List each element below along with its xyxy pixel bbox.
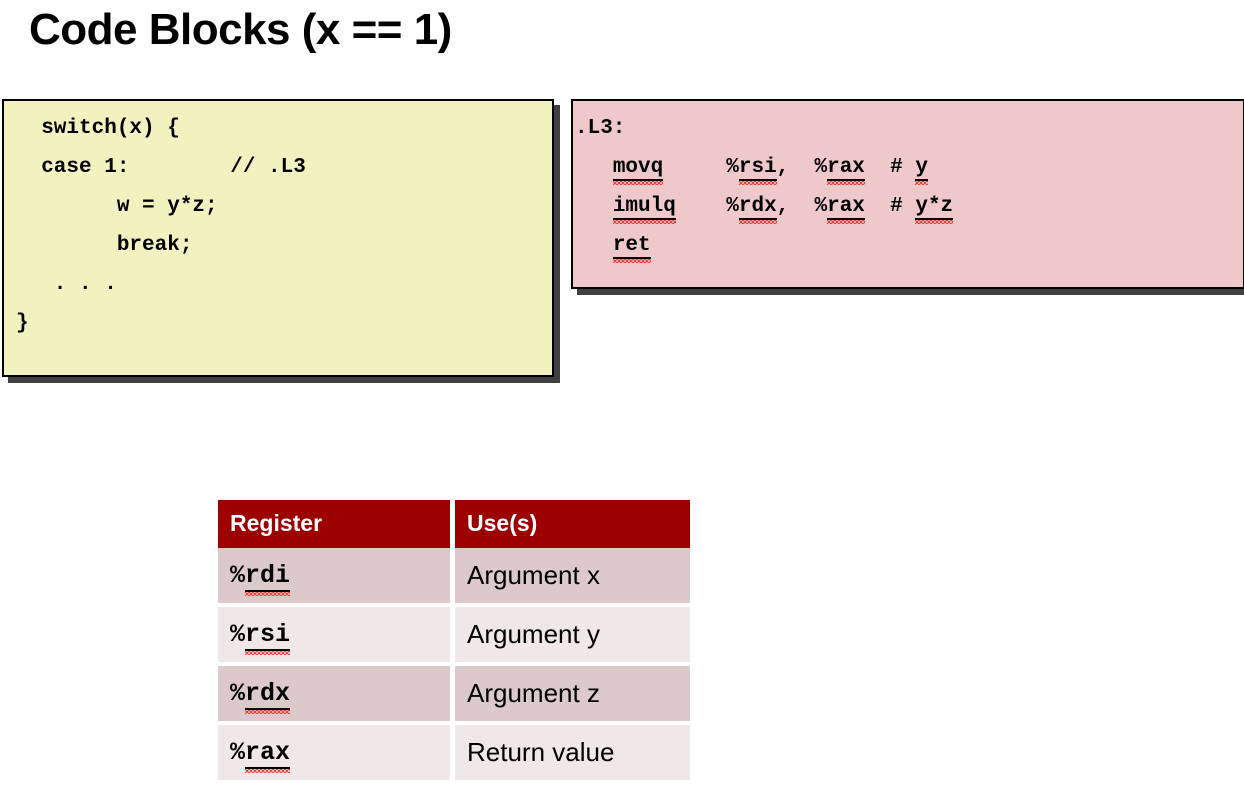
table-cell-register: %rsi: [218, 607, 455, 666]
register-percent: %: [230, 678, 246, 708]
table-row: %rdx Argument z: [218, 666, 690, 725]
register-name: rdx: [245, 678, 291, 710]
register-name: rsi: [245, 619, 291, 651]
asm-hash-icon: #: [890, 156, 903, 179]
asm-gap: [865, 195, 890, 218]
asm-operand-rax: rax: [827, 156, 865, 181]
use-variable: z: [586, 677, 600, 708]
asm-label-l3: .L3:: [575, 117, 626, 140]
use-variable: y: [586, 618, 600, 649]
asm-separator: ,: [776, 195, 815, 218]
assembly-code-text: .L3: movq %rsi, %rax # y imulq %rdx, %ra…: [573, 101, 1243, 265]
table-header-row: Register Use(s): [218, 500, 690, 548]
use-text: Argument: [467, 677, 587, 708]
asm-operand-rsi: rsi: [738, 156, 777, 181]
register-percent: %: [814, 195, 828, 218]
register-usage-table: Register Use(s) %rdi Argument x %rsi Arg…: [218, 500, 690, 784]
asm-gap: [676, 195, 726, 218]
use-text: Argument: [467, 559, 587, 590]
asm-operand-rax: rax: [827, 195, 865, 220]
use-text: Return value: [467, 736, 615, 767]
column-header-uses: Use(s): [455, 500, 690, 548]
asm-mnemonic-imulq: imulq: [612, 195, 676, 220]
register-percent: %: [726, 156, 739, 179]
asm-gap: [663, 156, 726, 179]
asm-indent: [575, 156, 613, 179]
table-row: %rax Return value: [218, 725, 690, 784]
asm-comment-y: y: [915, 156, 928, 181]
use-text: Argument: [467, 618, 587, 649]
c-code-block: switch(x) { case 1: // .L3 w = y*z; brea…: [2, 99, 554, 377]
column-header-register: Register: [218, 500, 455, 548]
table-row: %rdi Argument x: [218, 548, 690, 607]
asm-indent: [575, 234, 613, 257]
table-cell-use: Argument x: [455, 548, 690, 607]
asm-gap: [865, 156, 890, 179]
register-percent: %: [726, 195, 739, 218]
table-cell-register: %rdi: [218, 548, 455, 607]
register-percent: %: [814, 156, 828, 179]
table-cell-use: Argument z: [455, 666, 690, 725]
register-name: rax: [245, 737, 291, 769]
table-row: %rsi Argument y: [218, 607, 690, 666]
table-cell-register: %rax: [218, 725, 455, 784]
asm-separator: ,: [776, 156, 815, 179]
use-variable: x: [586, 559, 600, 590]
register-percent: %: [230, 560, 246, 590]
asm-hash-icon: #: [890, 195, 903, 218]
asm-indent: [575, 195, 613, 218]
asm-mnemonic-ret: ret: [612, 234, 651, 259]
asm-comment-yz: y*z: [915, 195, 954, 220]
register-percent: %: [230, 737, 246, 767]
register-name: rdi: [245, 560, 291, 592]
assembly-code-block: .L3: movq %rsi, %rax # y imulq %rdx, %ra…: [571, 99, 1244, 289]
asm-operand-rdx: rdx: [738, 195, 777, 220]
table-cell-use: Argument y: [455, 607, 690, 666]
table-cell-use: Return value: [455, 725, 690, 784]
asm-mnemonic-movq: movq: [612, 156, 664, 181]
table-cell-register: %rdx: [218, 666, 455, 725]
register-percent: %: [230, 619, 246, 649]
c-code-text: switch(x) { case 1: // .L3 w = y*z; brea…: [16, 117, 306, 335]
page-title: Code Blocks (x == 1): [29, 5, 452, 54]
